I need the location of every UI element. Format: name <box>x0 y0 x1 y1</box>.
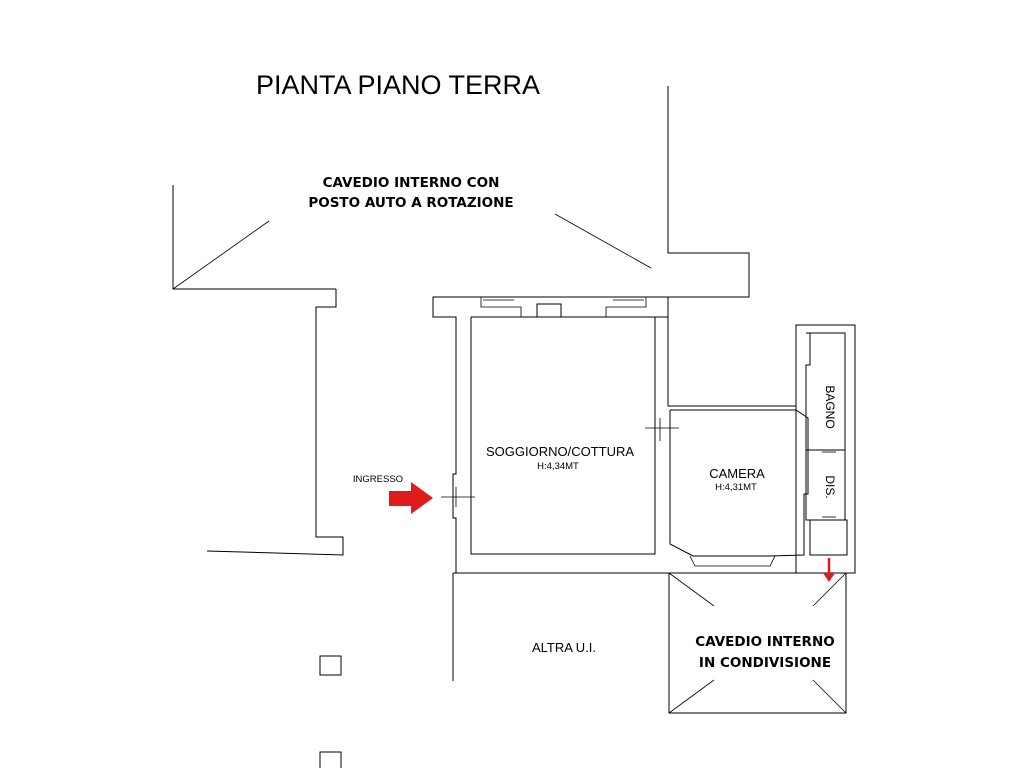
other-unit-name: ALTRA U.I. <box>532 640 596 655</box>
hallway: DIS. <box>805 450 848 556</box>
pillar <box>319 751 342 768</box>
living-room-name: SOGGIORNO/COTTURA <box>486 444 634 459</box>
upper-courtyard-label-line2: POSTO AUTO A ROTAZIONE <box>308 195 513 211</box>
bedroom: CAMERA H:4,31MT <box>667 324 856 573</box>
courtyard-access-marker <box>823 558 835 582</box>
left-building-outline <box>206 289 344 768</box>
plan-title: PIANTA PIANO TERRA <box>256 70 540 100</box>
lower-courtyard-label-line2: IN CONDIVISIONE <box>699 655 831 671</box>
entrance-arrow-icon <box>389 482 433 514</box>
entrance-label: INGRESSO <box>353 474 403 485</box>
lower-courtyard: CAVEDIO INTERNO IN CONDIVISIONE <box>668 572 847 714</box>
entrance-marker: INGRESSO <box>353 474 433 514</box>
down-arrow-icon <box>823 573 835 582</box>
living-kitchen-room: SOGGIORNO/COTTURA H:4,34MT <box>432 297 679 574</box>
upper-courtyard: CAVEDIO INTERNO CON POSTO AUTO A ROTAZIO… <box>172 86 750 317</box>
bathroom-name: BAGNO <box>823 385 837 428</box>
pillar <box>319 655 342 676</box>
lower-courtyard-label-line1: CAVEDIO INTERNO <box>695 634 834 650</box>
living-room-height: H:4,34MT <box>537 461 579 472</box>
hallway-name: DIS. <box>823 475 837 498</box>
upper-courtyard-label-line1: CAVEDIO INTERNO CON <box>323 175 500 191</box>
bathroom: BAGNO <box>795 324 856 574</box>
bedroom-name: CAMERA <box>709 466 765 481</box>
bedroom-height: H:4,31MT <box>715 482 757 493</box>
